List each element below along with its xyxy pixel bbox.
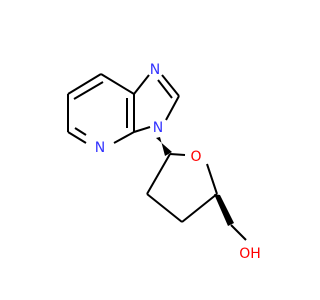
bond-ntop-c2-double — [157, 79, 173, 99]
bond-c4-npy — [113, 131, 135, 144]
bond-ch2-oh — [230, 224, 247, 241]
wedge-bond-c4-ch2 — [214, 194, 234, 226]
atom-label-o-ring: O — [190, 149, 201, 165]
imidazole-ring — [133, 74, 180, 133]
bond-c3a-ntop — [133, 74, 150, 95]
structure-svg: N N N O OH — [67, 62, 261, 262]
bond-c1-o — [169, 153, 186, 156]
bond-c2-c1 — [146, 153, 171, 195]
bond-c6-c5-double — [74, 127, 87, 136]
bond-c3-c2 — [146, 193, 183, 223]
atom-label-oh: OH — [239, 246, 261, 262]
bond-c7a-c7 — [67, 73, 102, 95]
wedge-bond-n-c1 — [156, 137, 172, 156]
bond-ntop-c2 — [161, 74, 180, 97]
atom-label-n-pyridine: N — [95, 140, 105, 156]
bond-c7a-c3a — [100, 73, 135, 95]
bond-c2-nsugar — [165, 95, 180, 121]
bond-nsugar-c4 — [133, 126, 151, 133]
pyridine-ring — [67, 73, 135, 144]
molecule-diagram: N N N O OH — [67, 62, 261, 262]
bond-c7a-c7-double — [73, 81, 104, 100]
bond-o-c4 — [206, 163, 218, 195]
sugar-ring — [146, 153, 218, 223]
bond-c4-c3 — [181, 193, 218, 223]
atom-label-n-sugar: N — [153, 120, 163, 136]
bond-c6-c5 — [67, 131, 87, 144]
atom-label-n-top: N — [150, 62, 160, 78]
